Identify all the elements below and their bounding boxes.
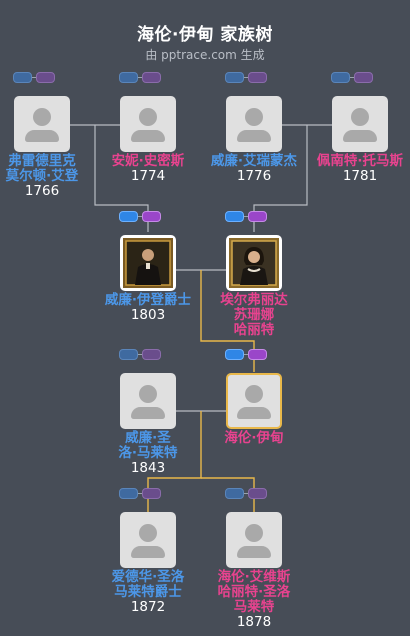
name-line: 安妮·史密斯: [111, 153, 185, 169]
name-line: 马莱特: [233, 599, 275, 615]
father-link-button[interactable]: [331, 72, 350, 83]
avatar-head-icon: [351, 108, 369, 126]
relation-tags: [0, 72, 100, 86]
person-name: 埃尔弗丽达 苏珊娜 哈丽特: [196, 293, 312, 338]
person-avatar-placeholder[interactable]: [120, 512, 176, 568]
birth-year: 1766: [24, 183, 60, 199]
name-line: 苏珊娜: [233, 307, 275, 323]
person-avatar-placeholder[interactable]: [226, 373, 282, 429]
birth-year: 1803: [130, 307, 166, 323]
person-avatar-placeholder[interactable]: [120, 96, 176, 152]
person-avatar-placeholder[interactable]: [226, 512, 282, 568]
father-link-button[interactable]: [119, 349, 138, 360]
person-avatar-placeholder[interactable]: [14, 96, 70, 152]
portrait-photo[interactable]: [226, 235, 282, 291]
avatar-body-icon: [131, 546, 165, 558]
relation-tags: [196, 349, 312, 363]
avatar-body-icon: [343, 130, 377, 142]
person-avatar-placeholder[interactable]: [332, 96, 388, 152]
person-name: 弗雷德里克 莫尔顿·艾登 1766: [0, 154, 100, 199]
mother-link-button[interactable]: [248, 488, 267, 499]
name-line: 埃尔弗丽达: [220, 292, 288, 308]
relation-tags: [196, 72, 312, 86]
avatar-head-icon: [139, 108, 157, 126]
person-name: 海伦·艾维斯 哈丽特·圣洛 马莱特 1878: [196, 570, 312, 630]
birth-year: 1774: [130, 168, 166, 184]
mother-link-button[interactable]: [142, 488, 161, 499]
page-title: 海伦·伊甸 家族树: [137, 25, 273, 45]
name-line: 哈丽特·圣洛: [217, 584, 291, 600]
birth-year: 1878: [236, 614, 272, 630]
name-line: 海伦·伊甸: [224, 430, 284, 446]
avatar-body-icon: [25, 130, 59, 142]
mother-link-button[interactable]: [248, 349, 267, 360]
person-name: 威廉·圣 洛·马莱特 1843: [90, 431, 206, 476]
mother-link-button[interactable]: [36, 72, 55, 83]
relation-tags: [302, 72, 410, 86]
relation-tags: [90, 211, 206, 225]
person-avatar-placeholder[interactable]: [120, 373, 176, 429]
father-link-button[interactable]: [119, 72, 138, 83]
person-avatar-placeholder[interactable]: [226, 96, 282, 152]
mother-link-button[interactable]: [248, 211, 267, 222]
name-line: 弗雷德里克: [8, 153, 76, 169]
avatar-body-icon: [237, 546, 271, 558]
person-name: 海伦·伊甸: [196, 431, 312, 446]
father-link-button[interactable]: [225, 211, 244, 222]
father-link-button[interactable]: [119, 488, 138, 499]
birth-year: 1776: [236, 168, 272, 184]
person-name: 安妮·史密斯 1774: [90, 154, 206, 184]
birth-year: 1872: [130, 599, 166, 615]
name-line: 马莱特爵士: [114, 584, 182, 600]
father-link-button[interactable]: [225, 72, 244, 83]
name-line: 威廉·圣: [125, 430, 171, 446]
avatar-body-icon: [237, 407, 271, 419]
avatar-head-icon: [245, 524, 263, 542]
name-line: 海伦·艾维斯: [217, 569, 291, 585]
avatar-head-icon: [139, 385, 157, 403]
name-line: 莫尔顿·艾登: [5, 168, 79, 184]
mother-link-button[interactable]: [142, 72, 161, 83]
relation-tags: [90, 72, 206, 86]
portrait-photo[interactable]: [120, 235, 176, 291]
relation-tags: [90, 488, 206, 502]
page-subtitle: 由 pptrace.com 生成: [145, 48, 265, 62]
name-line: 哈丽特: [233, 322, 275, 338]
relation-tags: [196, 488, 312, 502]
avatar-head-icon: [139, 524, 157, 542]
person-name: 爱德华·圣洛 马莱特爵士 1872: [90, 570, 206, 615]
father-link-button[interactable]: [119, 211, 138, 222]
person-name: 威廉·伊登爵士 1803: [90, 293, 206, 323]
relation-tags: [90, 349, 206, 363]
name-line: 威廉·艾瑞蒙杰: [210, 153, 298, 169]
avatar-head-icon: [245, 385, 263, 403]
father-link-button[interactable]: [225, 349, 244, 360]
relation-tags: [196, 211, 312, 225]
father-link-button[interactable]: [225, 488, 244, 499]
connector-selected-children-right: [201, 477, 255, 512]
avatar-head-icon: [245, 108, 263, 126]
avatar-body-icon: [131, 407, 165, 419]
person-name: 佩南特·托马斯 1781: [302, 154, 410, 184]
name-line: 威廉·伊登爵士: [104, 292, 192, 308]
avatar-body-icon: [131, 130, 165, 142]
mother-link-button[interactable]: [354, 72, 373, 83]
mother-link-button[interactable]: [248, 72, 267, 83]
name-line: 爱德华·圣洛: [111, 569, 185, 585]
mother-link-button[interactable]: [142, 349, 161, 360]
father-link-button[interactable]: [13, 72, 32, 83]
mother-link-button[interactable]: [142, 211, 161, 222]
birth-year: 1843: [130, 460, 166, 476]
avatar-head-icon: [33, 108, 51, 126]
name-line: 佩南特·托马斯: [316, 153, 404, 169]
person-name: 威廉·艾瑞蒙杰 1776: [196, 154, 312, 184]
name-line: 洛·马莱特: [118, 445, 178, 461]
birth-year: 1781: [342, 168, 378, 184]
avatar-body-icon: [237, 130, 271, 142]
